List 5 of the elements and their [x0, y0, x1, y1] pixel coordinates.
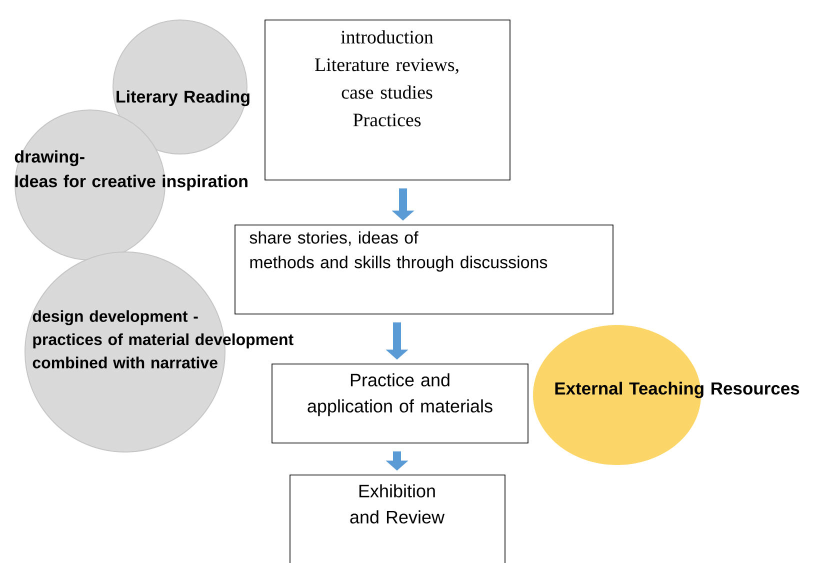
process-box: Practice and application of materials — [272, 364, 528, 444]
process-box: Exhibition and Review — [290, 474, 506, 563]
process-box: share stories, ideas of methods and skills through discussions — [234, 224, 614, 314]
process-box: introduction Literature reviews, case studies Practices — [264, 20, 510, 180]
circle-node: Literary Reading — [112, 20, 250, 154]
